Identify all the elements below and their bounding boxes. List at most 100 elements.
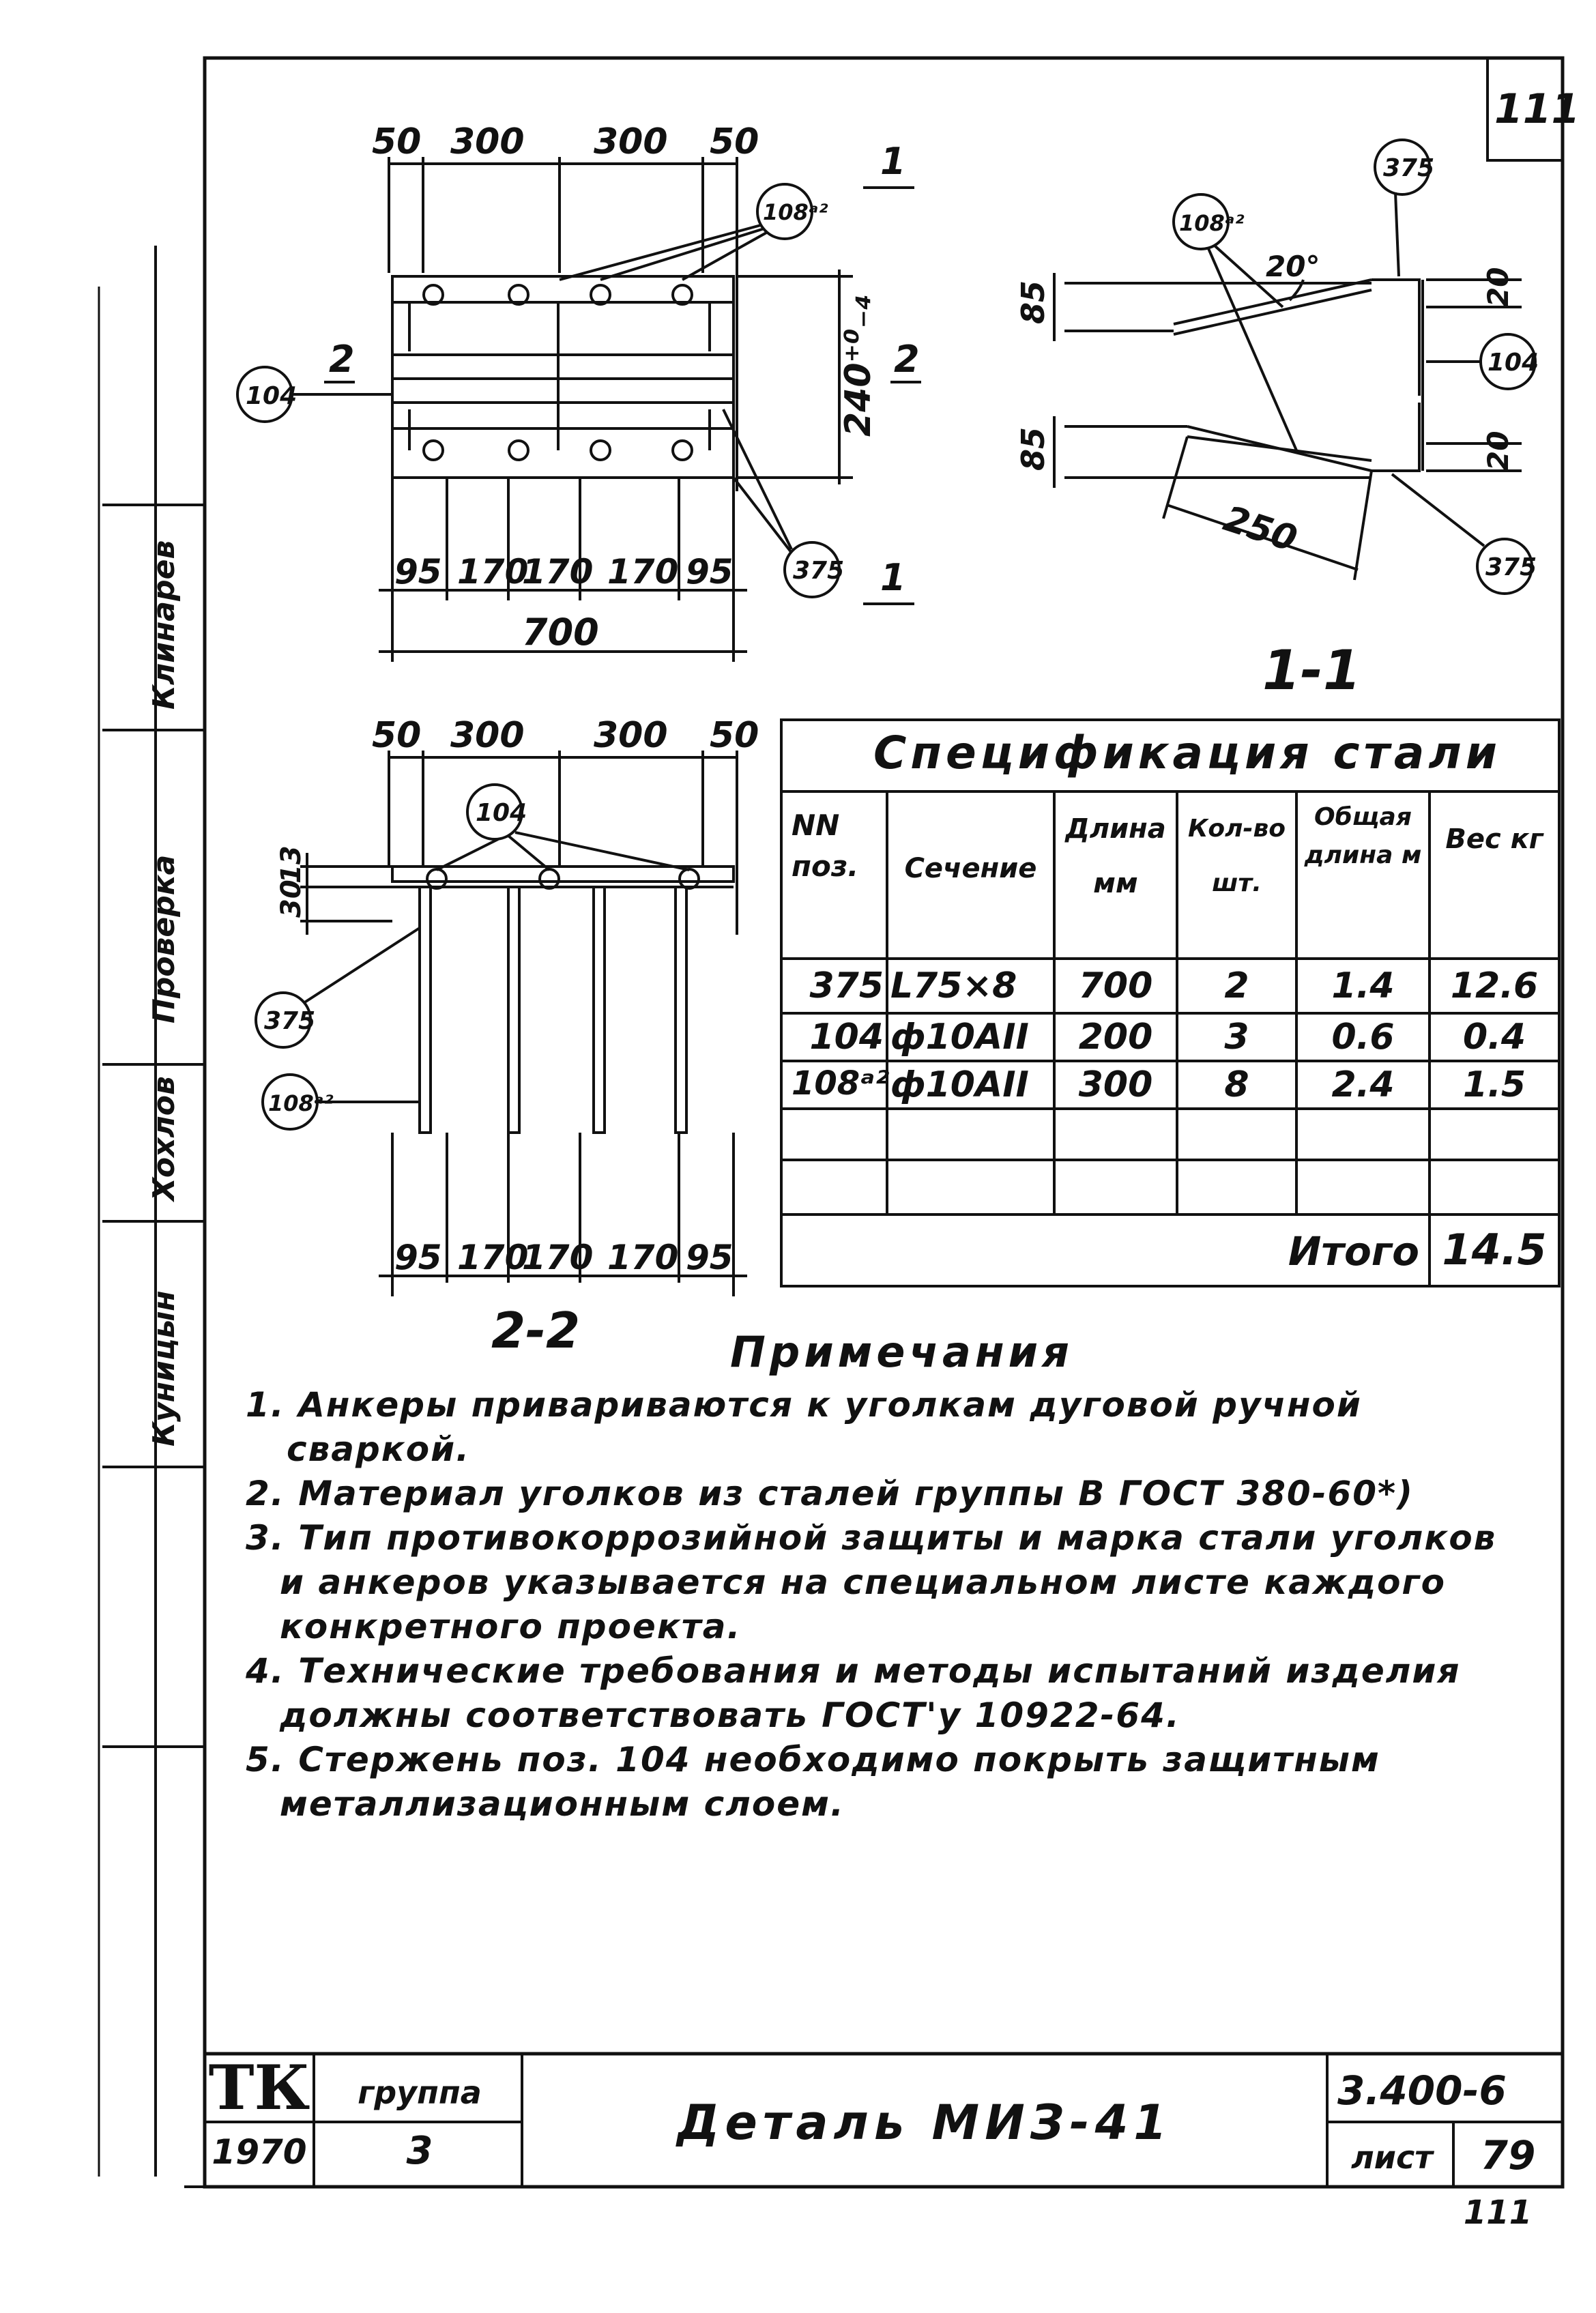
title-series: 3.400-6 xyxy=(1337,2067,1507,2114)
section-2-2-callout-104: 104 xyxy=(476,799,527,827)
spec-header-total-length: Общая длина м xyxy=(1304,803,1422,869)
section-2-2-side-dim-30: 30 xyxy=(276,879,307,918)
drawing-title: Деталь МИЗ-41 xyxy=(677,2095,1172,2151)
section-1-1-callout-104: 104 xyxy=(1488,349,1539,377)
spec-total-value: 14.5 xyxy=(1442,1225,1547,1275)
section-1-1-title: 1-1 xyxy=(1262,639,1361,702)
spec-row-1-total-length: 1.4 xyxy=(1331,965,1395,1006)
plan-dim-bottom-4: 170 xyxy=(607,552,678,592)
side-stamp-label-2: Клинарев xyxy=(147,540,182,710)
note-line-1: 1. Анкеры привариваются к уголкам дугово… xyxy=(246,1385,1362,1425)
spec-row-3-total-length: 2.4 xyxy=(1331,1064,1395,1105)
note-line-9: 5. Стержень поз. 104 необходимо покрыть … xyxy=(246,1740,1380,1779)
title-sheet-label: лист xyxy=(1351,2139,1433,2176)
section-2-2-view: 50 300 300 50 30 13 95 170 170 170 95 2-… xyxy=(255,715,759,1358)
section-1-1-view: 85 85 20° 20 20 250 1-1 108ᵃ² 375 104 37… xyxy=(1015,139,1539,702)
section-1-1-callout-375-top: 375 xyxy=(1383,154,1434,182)
spec-row-2-qty: 3 xyxy=(1224,1017,1249,1058)
plan-dim-bottom-3: 170 xyxy=(522,552,593,592)
spec-row-3-pos: 108ᵃ² xyxy=(792,1064,890,1103)
notes-title: Примечания xyxy=(730,1327,1073,1377)
plan-section-mark-1-top: 1 xyxy=(880,140,906,183)
title-sheet-value: 79 xyxy=(1480,2132,1536,2179)
spec-row-1-section: L75×8 xyxy=(890,965,1017,1006)
side-stamp-label-3: Куницын xyxy=(147,1290,182,1446)
spec-row-2-section: ф10АII xyxy=(890,1017,1029,1058)
section-2-2-dim-bottom-4: 170 xyxy=(607,1238,678,1277)
section-2-2-dim-bottom-3: 170 xyxy=(522,1238,593,1277)
note-line-3: 2. Материал уголков из сталей группы В Г… xyxy=(246,1474,1414,1513)
section-2-2-side-dim-13: 13 xyxy=(276,845,307,884)
section-2-2-dim-top-3: 300 xyxy=(594,715,668,756)
plan-dim-top-4: 50 xyxy=(710,121,759,162)
plan-section-mark-1-bottom: 1 xyxy=(880,556,906,599)
spec-header-qty: Кол-во шт. xyxy=(1188,815,1286,897)
spec-table-grid xyxy=(780,718,1561,1288)
plan-dim-bottom-2: 170 xyxy=(457,552,528,592)
title-group-label: группа xyxy=(358,2074,482,2111)
spec-row-2-weight: 0.4 xyxy=(1462,1017,1526,1058)
side-stamp-label-4: Хохлов xyxy=(147,1076,182,1201)
spec-row-2-pos: 104 xyxy=(809,1017,884,1058)
note-line-4: 3. Тип противокоррозийной защиты и марка… xyxy=(246,1518,1497,1558)
spec-row-3-weight: 1.5 xyxy=(1462,1064,1526,1105)
title-group-value: 3 xyxy=(406,2129,433,2173)
sheet-number: 111 xyxy=(1494,85,1580,133)
section-1-1-dim-85-bottom: 85 xyxy=(1015,427,1051,471)
spec-header-pos: NN поз. xyxy=(792,809,859,883)
section-2-2-title: 2-2 xyxy=(491,1302,580,1358)
note-line-8: должны соответствовать ГОСТ'у 10922-64. xyxy=(280,1696,1180,1735)
section-2-2-dim-bottom-2: 170 xyxy=(457,1238,528,1277)
title-year: 1970 xyxy=(212,2132,307,2172)
note-line-2: сваркой. xyxy=(287,1429,471,1469)
spec-row-2-length: 200 xyxy=(1078,1017,1153,1058)
plan-overall-width: 700 xyxy=(522,611,599,654)
plan-dim-top-3: 300 xyxy=(594,121,668,162)
section-1-1-angle: 20° xyxy=(1266,250,1320,283)
plan-dim-bottom-5: 95 xyxy=(686,552,734,592)
section-1-1-leg-top: 20 xyxy=(1481,267,1515,307)
section-2-2-callout-375: 375 xyxy=(264,1007,315,1035)
spec-header-length: Длина мм xyxy=(1065,813,1166,899)
section-2-2-callout-108: 108ᵃ² xyxy=(268,1090,333,1116)
spec-row-1-length: 700 xyxy=(1078,965,1153,1006)
spec-row-3-qty: 8 xyxy=(1224,1064,1249,1105)
plan-section-mark-2-right: 2 xyxy=(894,338,920,381)
section-1-1-dim-85-top: 85 xyxy=(1015,280,1051,324)
plan-callout-108: 108ᵃ² xyxy=(763,199,828,225)
note-line-6: конкретного проекта. xyxy=(280,1607,742,1646)
section-1-1-callout-375-bottom: 375 xyxy=(1485,553,1537,581)
section-2-2-dim-bottom-5: 95 xyxy=(686,1238,734,1277)
note-line-10: металлизационным слоем. xyxy=(280,1784,845,1824)
plan-callout-104: 104 xyxy=(246,382,297,410)
side-stamp-label-1: Проверка xyxy=(147,854,182,1023)
spec-row-3-section: ф10АII xyxy=(890,1064,1029,1105)
plan-section-mark-2-left: 2 xyxy=(329,338,355,381)
plan-view: 50 300 300 50 95 170 170 170 95 700 240⁺… xyxy=(236,121,921,662)
section-2-2-dim-bottom-1: 95 xyxy=(394,1238,442,1277)
spec-row-3-length: 300 xyxy=(1078,1064,1153,1105)
plan-dim-top-1: 50 xyxy=(372,121,421,162)
plan-callout-375: 375 xyxy=(793,557,844,585)
plan-dim-top-2: 300 xyxy=(450,121,525,162)
spec-header-section: Сечение xyxy=(904,853,1037,884)
section-2-2-dim-top-2: 300 xyxy=(450,715,525,756)
spec-row-2-total-length: 0.6 xyxy=(1331,1017,1395,1058)
bottom-note: 111 xyxy=(1463,2194,1533,2232)
section-1-1-leg-bottom: 20 xyxy=(1481,431,1515,471)
spec-row-1-qty: 2 xyxy=(1224,965,1249,1006)
note-line-7: 4. Технические требования и методы испыт… xyxy=(246,1651,1461,1691)
spec-table-title: Спецификация стали xyxy=(873,727,1502,779)
section-2-2-dim-top-4: 50 xyxy=(710,715,759,756)
spec-row-1-weight: 12.6 xyxy=(1450,965,1539,1006)
section-1-1-callout-108: 108ᵃ² xyxy=(1179,210,1244,236)
section-2-2-dim-top-1: 50 xyxy=(372,715,421,756)
spec-total-label: Итого xyxy=(1288,1228,1419,1275)
plan-height-dim: 240⁺⁰₋₄ xyxy=(838,294,879,437)
tk-logo: ТК xyxy=(208,2052,310,2124)
spec-header-weight: Вес кг xyxy=(1445,824,1543,855)
note-line-5: и анкеров указывается на специальном лис… xyxy=(280,1562,1446,1602)
plan-dim-bottom-1: 95 xyxy=(394,552,442,592)
spec-row-1-pos: 375 xyxy=(809,965,884,1006)
